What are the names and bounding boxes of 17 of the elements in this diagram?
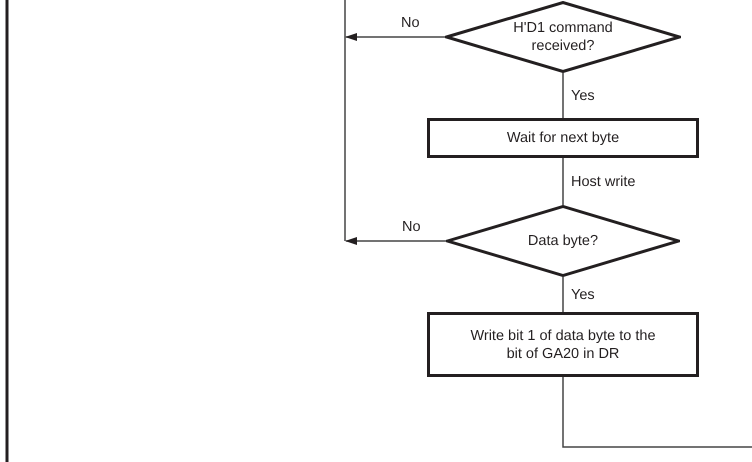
node-text: Data byte? [528, 232, 598, 250]
connector-line [562, 158, 564, 205]
arrow [345, 33, 445, 41]
edge-label: Yes [571, 88, 595, 104]
process-box [427, 118, 699, 158]
process-box [427, 312, 699, 377]
node-text: Wait for next byte [506, 129, 620, 147]
edge-label: Yes [571, 286, 595, 302]
decision-diamond [445, 1, 681, 73]
decision-diamond [446, 205, 680, 277]
connector-line [562, 277, 564, 312]
connector-line [562, 73, 564, 118]
node-text: H'D1 command received? [512, 19, 614, 55]
connector-line [562, 377, 752, 448]
arrow [345, 237, 446, 245]
node-text: Write bit 1 of data byte to the bit of GA20 in DR [469, 326, 657, 362]
edge-label: Host write [571, 174, 636, 190]
